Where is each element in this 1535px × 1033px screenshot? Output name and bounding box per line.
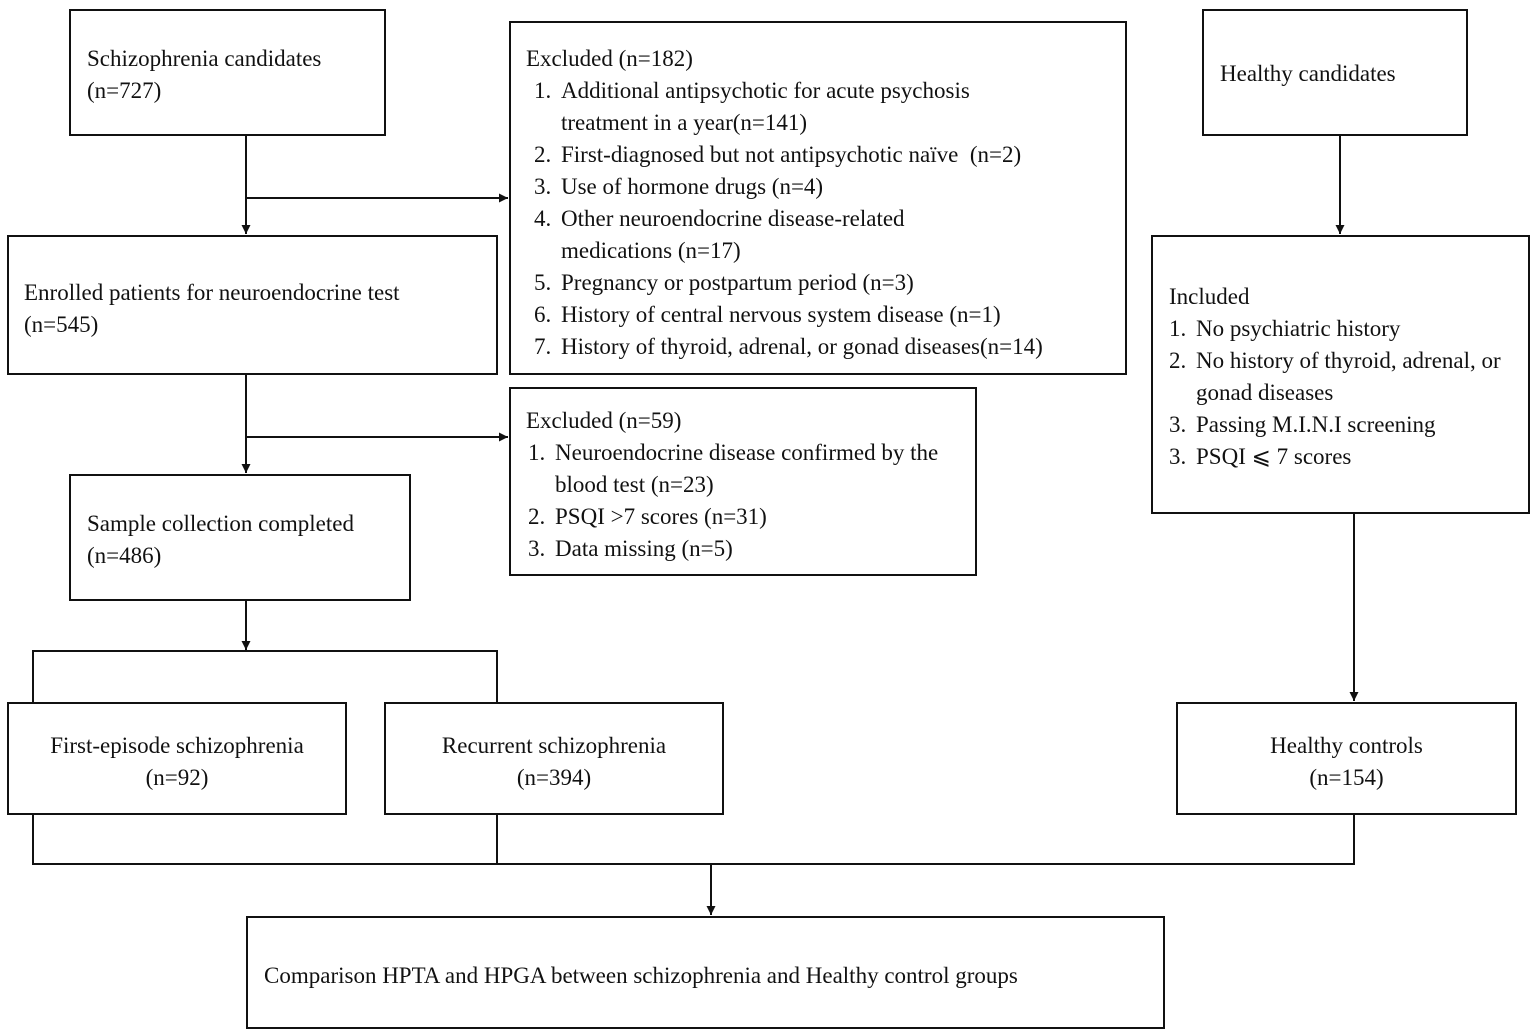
first-episode-count: (n=92) (145, 765, 209, 790)
excluded-1-item: 2. First-diagnosed but not antipsychotic… (534, 142, 1022, 167)
schizophrenia-candidates-title: Schizophrenia candidates (87, 46, 322, 71)
merge-connector (32, 814, 1355, 865)
split-connector (32, 650, 498, 702)
healthy-candidates-box: Healthy candidates (1202, 9, 1468, 136)
healthy-controls-box: Healthy controls (n=154) (1176, 702, 1517, 815)
excluded-box-1: Excluded (n=182) 1. Additional antipsych… (509, 21, 1127, 375)
included-item: 3. Passing M.I.N.I screening (1169, 412, 1436, 437)
enrolled-count: (n=545) (24, 312, 99, 337)
sample-collection-box: Sample collection completed (n=486) (69, 474, 411, 601)
recurrent-title: Recurrent schizophrenia (441, 733, 667, 758)
included-title: Included (1169, 284, 1250, 309)
healthy-controls-title: Healthy controls (1270, 733, 1423, 758)
healthy-candidates-title: Healthy candidates (1220, 61, 1396, 86)
recurrent-count: (n=394) (516, 765, 592, 790)
comparison-box: Comparison HPTA and HPGA between schizop… (246, 916, 1165, 1029)
schizophrenia-candidates-count: (n=727) (87, 78, 162, 103)
excluded-2-item: 3. Data missing (n=5) (528, 536, 733, 561)
excluded-box-2: Excluded (n=59) 1. Neuroendocrine diseas… (509, 387, 977, 576)
excluded-2-item: 2. PSQI >7 scores (n=31) (528, 504, 767, 529)
first-episode-title: First-episode schizophrenia (50, 733, 304, 758)
enrolled-title: Enrolled patients for neuroendocrine tes… (24, 280, 400, 305)
enrolled-patients-box: Enrolled patients for neuroendocrine tes… (7, 235, 498, 375)
excluded-1-item: 3. Use of hormone drugs (n=4) (534, 174, 824, 199)
sample-collection-count: (n=486) (87, 543, 162, 568)
first-episode-box: First-episode schizophrenia (n=92) (7, 702, 347, 815)
excluded-1-item: 4. Other neuroendocrine disease-related … (534, 206, 905, 263)
recurrent-box: Recurrent schizophrenia (n=394) (384, 702, 724, 815)
included-box: Included 1. No psychiatric history 2. No… (1151, 235, 1530, 514)
excluded-1-item: 7. History of thyroid, adrenal, or gonad… (534, 334, 1043, 359)
healthy-controls-count: (n=154) (1309, 765, 1384, 790)
sample-collection-title: Sample collection completed (87, 511, 354, 536)
excluded-2-title: Excluded (n=59) (526, 408, 682, 433)
excluded-2-item: 1. Neuroendocrine disease confirmed by t… (528, 440, 939, 497)
included-item: 2. No history of thyroid, adrenal, or go… (1169, 348, 1501, 405)
included-item: 3. PSQI ⩽ 7 scores (1169, 444, 1352, 469)
comparison-title: Comparison HPTA and HPGA between schizop… (264, 963, 1018, 988)
excluded-1-item: 5. Pregnancy or postpartum period (n=3) (534, 270, 914, 295)
excluded-1-item: 6. History of central nervous system dis… (534, 302, 1001, 327)
schizophrenia-candidates-box: Schizophrenia candidates (n=727) (69, 9, 386, 136)
excluded-1-title: Excluded (n=182) (526, 46, 693, 71)
included-item: 1. No psychiatric history (1169, 316, 1401, 341)
excluded-1-item: 1. Additional antipsychotic for acute ps… (534, 78, 970, 135)
